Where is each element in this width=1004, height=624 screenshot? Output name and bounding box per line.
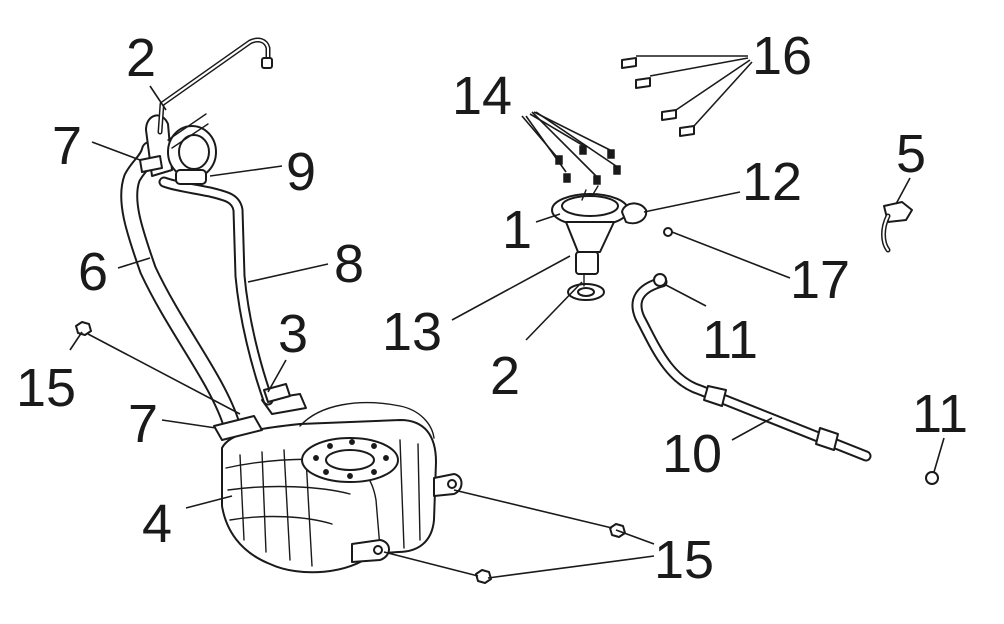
- callout-1: 1: [502, 200, 532, 260]
- callout-14: 14: [452, 66, 512, 126]
- leader-lines: [69, 55, 945, 579]
- fuel-tank: [221, 393, 463, 574]
- filler-hose: [120, 141, 241, 435]
- callout-13: 13: [382, 302, 442, 362]
- filler-neck-assembly: [139, 113, 217, 185]
- callout-15: 15: [654, 530, 714, 590]
- screw-17: [663, 227, 673, 237]
- bolts: [621, 57, 695, 137]
- callout-7: 7: [52, 116, 82, 176]
- callout-16: 16: [752, 26, 812, 86]
- callout-6: 6: [78, 242, 108, 302]
- callout-2: 2: [126, 28, 156, 88]
- callout-8: 8: [334, 234, 364, 294]
- callout-4: 4: [142, 494, 172, 554]
- callout-7: 7: [128, 394, 158, 454]
- callout-15: 15: [16, 358, 76, 418]
- vent-tube: [157, 37, 273, 135]
- fuel-pump-assembly: [551, 185, 648, 301]
- callout-17: 17: [790, 250, 850, 310]
- callout-3: 3: [278, 304, 308, 364]
- fuel-line: [631, 273, 939, 485]
- callout-9: 9: [286, 142, 316, 202]
- callout-2: 2: [490, 346, 520, 406]
- pump-screws: [555, 145, 621, 185]
- callout-11: 11: [912, 384, 968, 444]
- breather-hose: [158, 176, 274, 406]
- callout-10: 10: [662, 424, 722, 484]
- callout-labels: 2 7 9 6 8 3 15 7 4 14 16 5 1 12 17 13 2 …: [16, 26, 968, 590]
- callout-5: 5: [896, 124, 926, 184]
- sensor: [881, 201, 913, 253]
- callout-12: 12: [742, 152, 802, 212]
- callout-11: 11: [702, 310, 758, 370]
